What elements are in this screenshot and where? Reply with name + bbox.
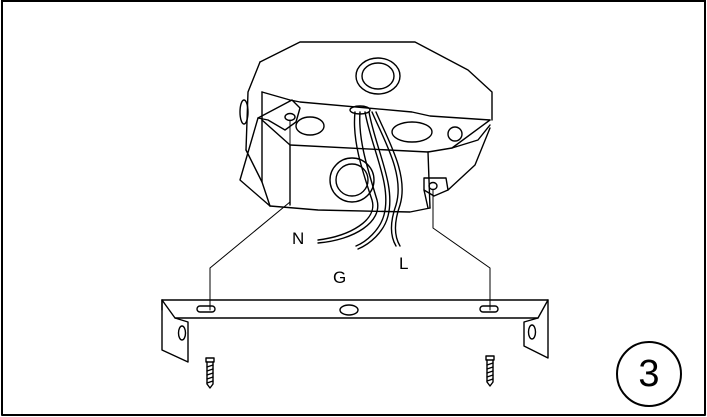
wire-label-neutral: N (292, 229, 305, 248)
wire-label-live: L (399, 254, 409, 273)
wire-label-ground: G (333, 268, 347, 287)
mounting-screw-left (205, 357, 215, 389)
wires (317, 111, 403, 250)
mounting-screw-right (485, 355, 495, 387)
step-badge-circle (616, 341, 682, 407)
junction-box (239, 41, 493, 213)
alignment-lines (209, 119, 491, 311)
mounting-bracket (161, 299, 549, 363)
step-number: 3 (638, 353, 660, 395)
